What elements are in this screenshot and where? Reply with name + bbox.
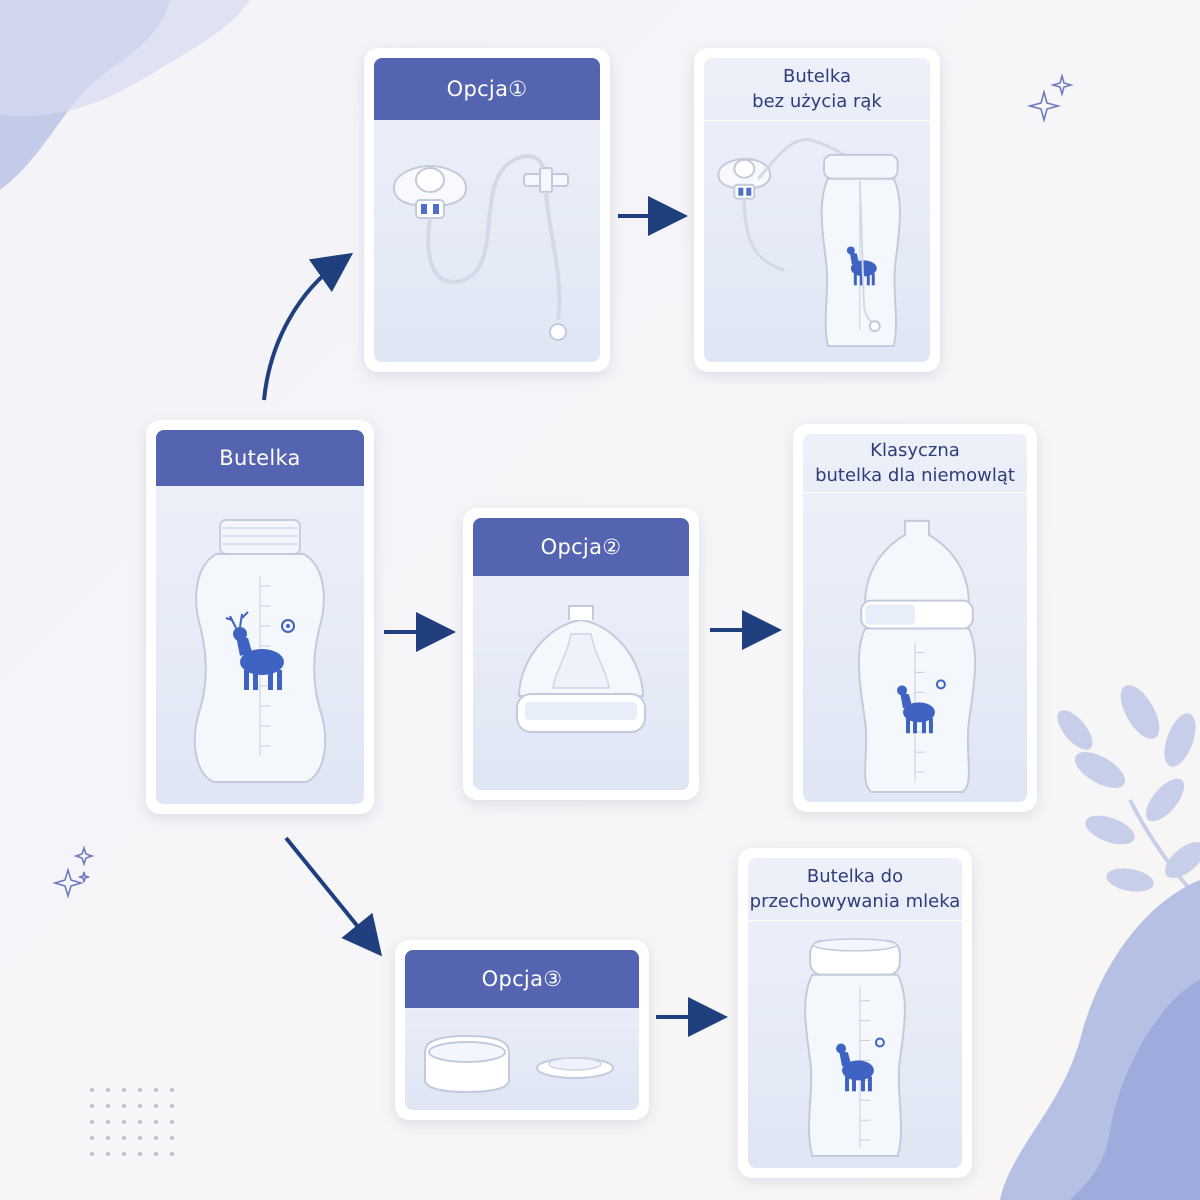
option-1-card: Opcja①	[364, 48, 610, 372]
option-2-card: Opcja②	[463, 508, 699, 800]
result-3-line-2: przechowywania mleka	[749, 891, 961, 912]
nipple-cap-illustration	[473, 576, 689, 790]
deer-icon	[836, 1043, 874, 1092]
result-1-line-1: Butelka	[782, 66, 852, 87]
result-1-card: Butelka bez użycia rąk	[694, 48, 940, 372]
weighted-straw-kit-illustration	[374, 120, 600, 362]
result-3-card: Butelka do przechowywania mleka	[738, 848, 972, 1178]
bottle-illustration	[156, 486, 364, 804]
classic-baby-bottle-illustration	[803, 493, 1027, 802]
pacifier-icon	[392, 164, 468, 219]
deer-icon	[897, 685, 935, 734]
card-header: Butelka	[156, 430, 364, 486]
card-header: Klasyczna butelka dla niemowląt	[803, 434, 1027, 493]
hands-free-bottle-illustration	[704, 121, 930, 362]
card-header: Butelka bez użycia rąk	[704, 58, 930, 121]
arrow-to-option-3	[284, 836, 383, 957]
arrow-to-option-1	[262, 252, 354, 401]
result-2-line-2: butelka dla niemowląt	[815, 465, 1015, 486]
result-2-card: Klasyczna butelka dla niemowląt	[793, 424, 1037, 812]
deer-icon	[225, 611, 284, 690]
blob-bottom-right-light	[1070, 980, 1200, 1200]
sparkle-icon	[52, 73, 1074, 899]
dot-grid	[90, 1088, 174, 1156]
tube-clip	[523, 167, 569, 193]
card-header: Opcja①	[374, 58, 600, 120]
card-header: Butelka do przechowywania mleka	[748, 858, 962, 921]
option-2-title: Opcja②	[540, 535, 622, 559]
blob-top-left-light	[0, 0, 250, 116]
storage-lid-illustration	[405, 1008, 639, 1110]
option-1-title: Opcja①	[446, 77, 528, 101]
source-title: Butelka	[219, 446, 301, 470]
result-2-line-1: Klasyczna	[870, 440, 960, 461]
card-header: Opcja③	[405, 950, 639, 1008]
leaf-branch	[1057, 685, 1200, 902]
option-3-title: Opcja③	[481, 967, 563, 991]
milk-storage-bottle-illustration	[748, 921, 962, 1168]
card-header: Opcja②	[473, 518, 689, 576]
option-3-card: Opcja③	[395, 940, 649, 1120]
result-1-line-2: bez użycia rąk	[752, 91, 882, 112]
source-bottle-card: Butelka	[146, 420, 374, 814]
deer-icon	[846, 246, 877, 286]
pacifier-icon	[717, 157, 772, 200]
result-3-line-1: Butelka do	[806, 866, 904, 887]
